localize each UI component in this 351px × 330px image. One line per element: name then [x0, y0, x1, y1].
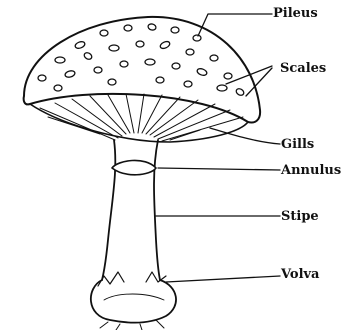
cap-rim — [30, 104, 248, 142]
label-volva: Volva — [281, 267, 319, 282]
leader-volva — [166, 276, 280, 282]
label-pileus: Pileus — [273, 6, 318, 21]
leader-lines — [156, 14, 280, 282]
label-annulus: Annulus — [281, 163, 341, 178]
leader-pileus — [198, 14, 272, 36]
label-stipe: Stipe — [281, 209, 319, 224]
annulus — [112, 160, 156, 174]
volva — [91, 280, 176, 323]
label-gills: Gills — [281, 137, 314, 152]
label-scales: Scales — [280, 61, 326, 76]
stipe — [102, 140, 115, 280]
leader-gills — [210, 128, 280, 144]
leader-annulus — [158, 168, 280, 170]
gills — [40, 94, 243, 141]
